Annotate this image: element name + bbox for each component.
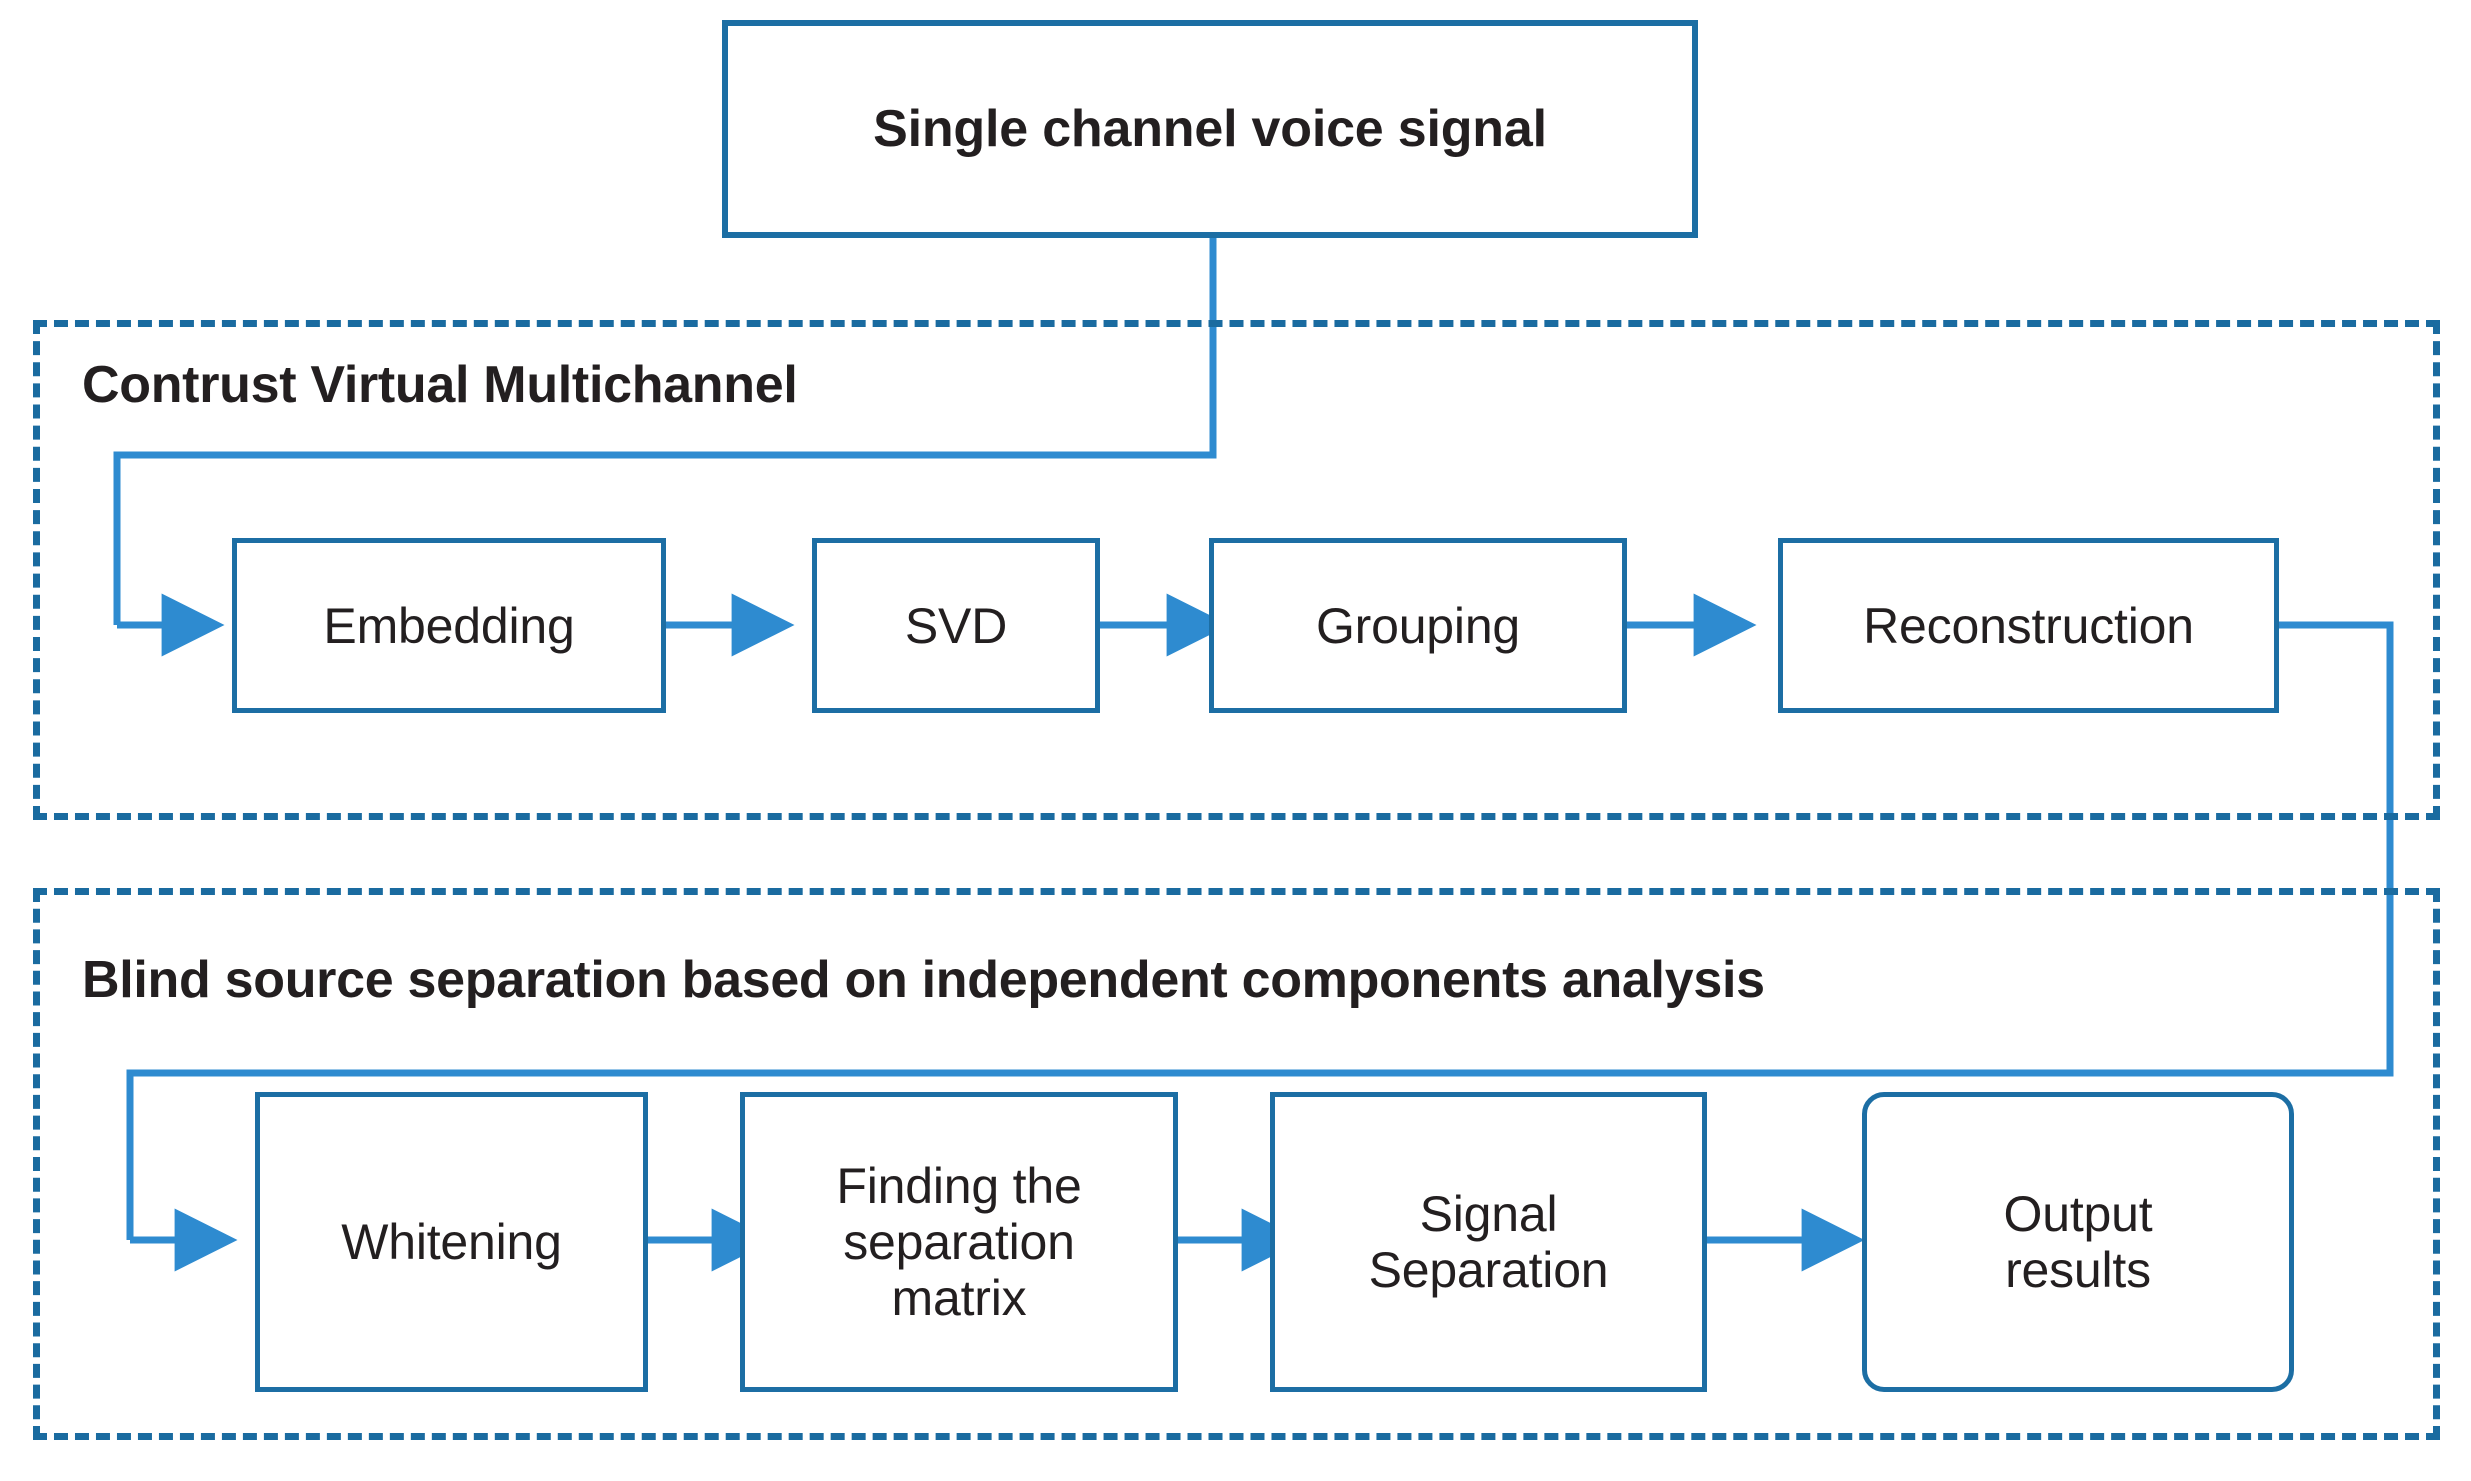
node-single-channel-voice-signal[interactable]: Single channel voice signal bbox=[722, 20, 1698, 238]
node-svd[interactable]: SVD bbox=[812, 538, 1100, 713]
node-label: Reconstruction bbox=[1863, 597, 2194, 654]
node-label: SVD bbox=[904, 597, 1008, 654]
node-label: Embedding bbox=[323, 597, 575, 654]
node-label: Whitening bbox=[341, 1214, 562, 1270]
group-label-blind-source-separation: Blind source separation based on indepen… bbox=[82, 951, 1765, 1009]
node-grouping[interactable]: Grouping bbox=[1209, 538, 1627, 713]
node-label: Grouping bbox=[1315, 597, 1521, 654]
node-reconstruction[interactable]: Reconstruction bbox=[1778, 538, 2279, 713]
node-whitening[interactable]: Whitening bbox=[255, 1092, 648, 1392]
node-label: Single channel voice signal bbox=[873, 99, 1547, 158]
group-label-virtual-multichannel: Contrust Virtual Multichannel bbox=[82, 356, 798, 414]
node-embedding[interactable]: Embedding bbox=[232, 538, 666, 713]
